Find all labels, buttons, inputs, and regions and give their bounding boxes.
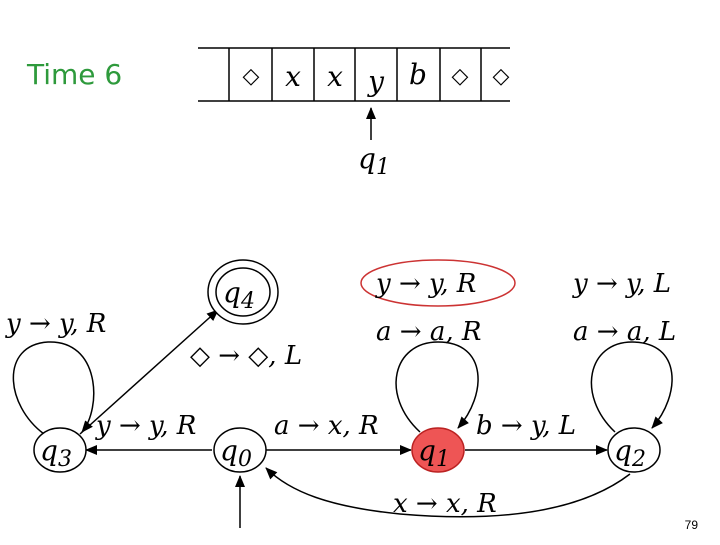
tape-cell-6: ◇ bbox=[493, 64, 510, 89]
highlight-ellipse bbox=[360, 259, 516, 307]
tape-cell-4: b bbox=[409, 58, 427, 91]
edge-q3-to-q4 bbox=[79, 309, 219, 435]
label-q2-to-q0: x → x, R bbox=[393, 489, 497, 519]
state-q3-label: q3 bbox=[40, 434, 72, 472]
state-q2: q2 bbox=[607, 427, 661, 473]
tape-cell-2: x bbox=[327, 60, 343, 93]
state-q4-inner-circle bbox=[215, 267, 271, 317]
state-q2-circle bbox=[607, 427, 661, 473]
state-q3-circle bbox=[33, 427, 87, 473]
state-q4: q4 bbox=[207, 259, 279, 325]
label-q2-loop-2: a → a, L bbox=[573, 317, 676, 347]
edge-q2-to-q0 bbox=[265, 467, 631, 518]
tape-cell-5: ◇ bbox=[452, 64, 469, 89]
tape-cell-1: x bbox=[285, 60, 301, 93]
slide-title: Time 6 bbox=[27, 58, 123, 91]
label-q1-loop-2: a → a, R bbox=[376, 317, 481, 347]
state-q1-label: q1 bbox=[418, 434, 450, 472]
label-q2-loop-1: y → y, L bbox=[572, 269, 671, 299]
state-q4-label: q4 bbox=[223, 276, 255, 314]
tape-cell-3: y bbox=[366, 65, 385, 98]
tape-cell-0: ◇ bbox=[243, 64, 260, 89]
label-q1-to-q2: b → y, L bbox=[476, 411, 576, 441]
state-q0: q0 bbox=[213, 427, 267, 473]
tape-head: q1 bbox=[358, 107, 390, 180]
state-q0-circle bbox=[213, 427, 267, 473]
state-q0-label: q0 bbox=[220, 434, 252, 472]
state-q3: q3 bbox=[33, 427, 87, 473]
label-q0-to-q3: y → y, R bbox=[95, 411, 196, 441]
label-q0-to-q1: a → x, R bbox=[274, 411, 379, 441]
state-q1: q1 bbox=[411, 427, 465, 473]
tape: ◇ x x y b ◇ ◇ bbox=[198, 47, 510, 102]
edge-q2-loop bbox=[590, 341, 673, 433]
edge-q1-loop bbox=[395, 341, 479, 433]
label-q3-to-q4: ◇ → ◇, L bbox=[190, 341, 302, 371]
label-q1-loop-1: y → y, R bbox=[375, 269, 476, 299]
head-state-label: q1 bbox=[358, 142, 390, 180]
state-q1-circle-highlighted bbox=[411, 427, 465, 473]
label-q3-loop: y → y, R bbox=[5, 309, 106, 339]
state-q2-label: q2 bbox=[614, 434, 646, 472]
page-number: 79 bbox=[684, 518, 698, 532]
edge-q3-loop bbox=[12, 341, 95, 435]
